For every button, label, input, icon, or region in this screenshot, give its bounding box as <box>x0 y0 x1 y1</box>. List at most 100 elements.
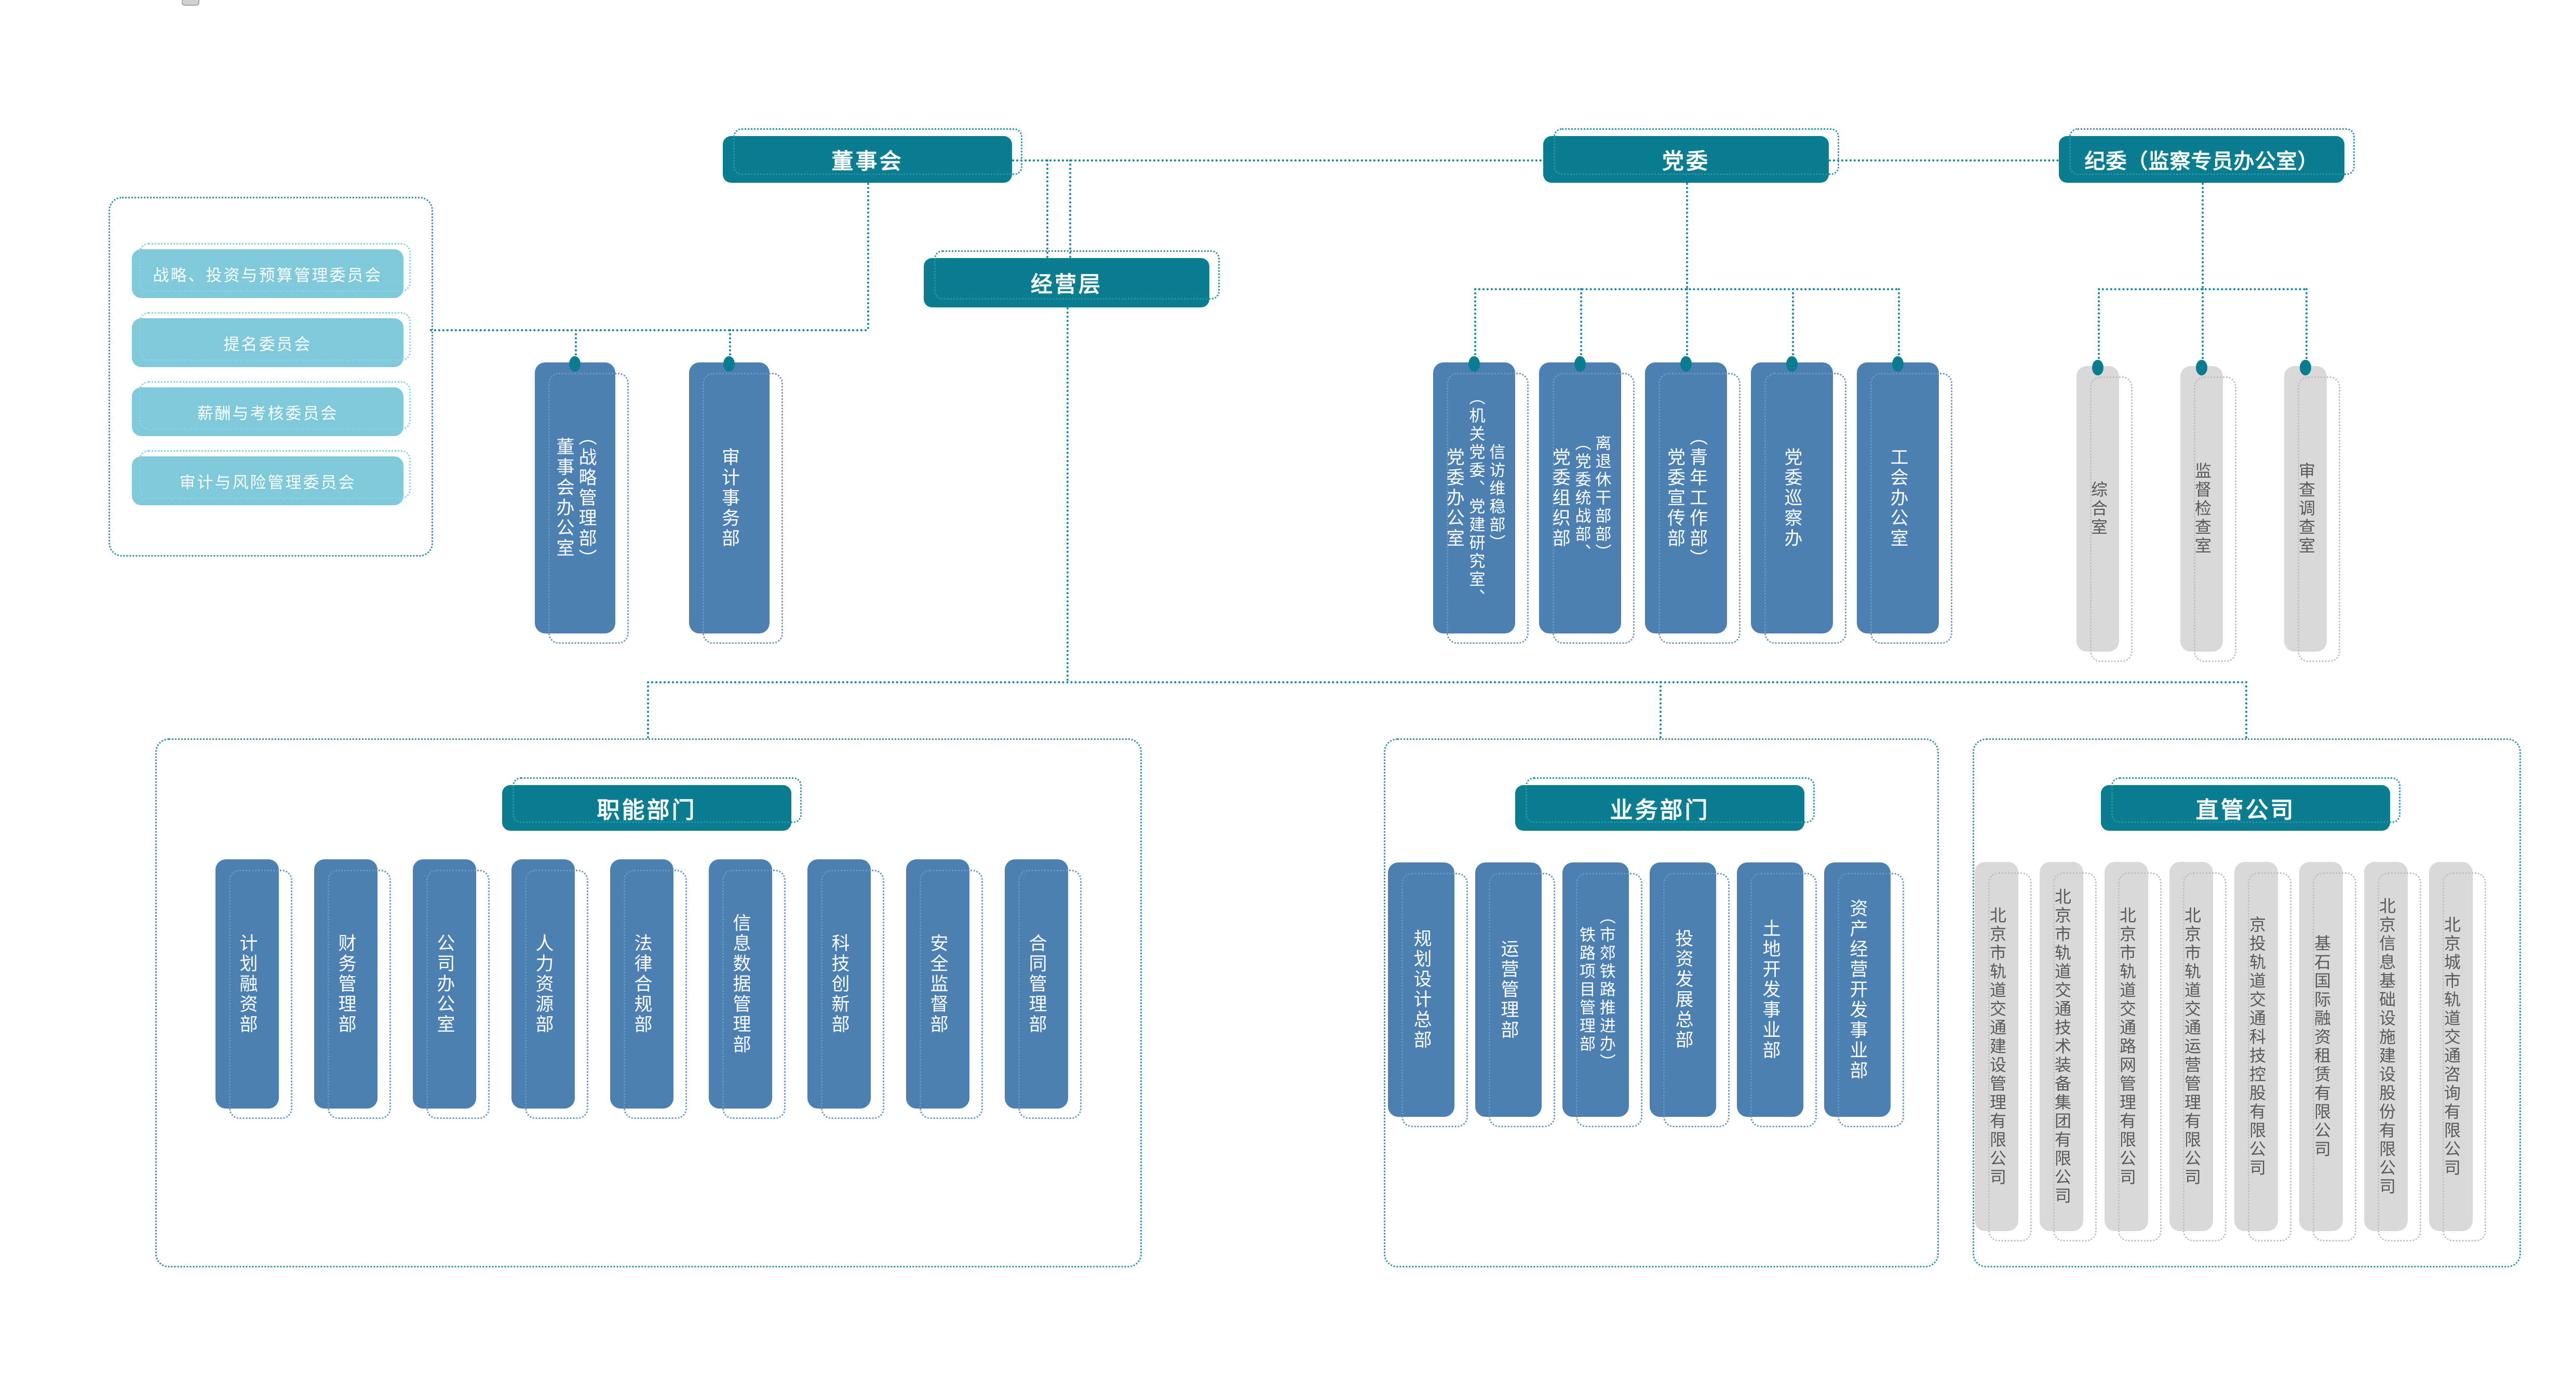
office-label: 综合室 <box>2088 481 2108 537</box>
office-supervision-inspection: 监督检查室 <box>2180 366 2223 652</box>
company-label: 北京市轨道交通运营管理有限公司 <box>2182 906 2201 1187</box>
connector-discipline-office-2 <box>2202 288 2204 367</box>
group-header-label: 直管公司 <box>2195 798 2296 823</box>
dept-investment-development: 投资发展总部 <box>1650 862 1716 1117</box>
committee-audit-risk: 审计与风险管理委员会 <box>132 456 403 505</box>
dept-label: 安全监督部 <box>927 933 948 1035</box>
company-financial-leasing: 基石国际融资租赁有限公司 <box>2299 862 2343 1231</box>
company-info-infrastructure: 北京信息基础设施建设股份有限公司 <box>2364 862 2408 1231</box>
company-transit-consulting: 北京城市轨道交通咨询有限公司 <box>2429 862 2473 1231</box>
group-header-subsidiaries: 直管公司 <box>2101 785 2390 831</box>
dept-label: 公司办公室 <box>434 933 455 1035</box>
connector-dot <box>1680 356 1692 372</box>
dept-label: 财务管理部 <box>335 933 356 1035</box>
node-management: 经营层 <box>924 258 1209 307</box>
connector-party-dept-4 <box>1792 288 1794 363</box>
dept-board-office: 董事会办公室 （战略管理部） <box>535 362 615 633</box>
dept-label: 信访维稳部） <box>1487 443 1505 552</box>
dept-label: 董事会办公室 <box>554 437 574 559</box>
dept-label: （党委统战部、 <box>1572 434 1591 562</box>
dept-party-inspection: 党委巡察办 <box>1751 362 1833 633</box>
connector-business-drop <box>1660 681 1662 738</box>
office-review-investigation: 审查调查室 <box>2284 366 2327 652</box>
dept-planning-design: 规划设计总部 <box>1388 862 1454 1117</box>
connector-discipline-office-3 <box>2305 288 2308 367</box>
dept-tech-innovation: 科技创新部 <box>807 859 871 1109</box>
node-discipline-committee-label: 纪委（监察专员办公室） <box>2084 150 2319 173</box>
dept-label: 合同管理部 <box>1026 933 1047 1035</box>
dept-party-organization: 党委组织部 （党委统战部、 离退休干部部） <box>1539 362 1621 633</box>
dept-audit-affairs: 审计事务部 <box>689 362 770 633</box>
connector-board-sub <box>430 329 867 331</box>
subsidiaries-group-container <box>1973 738 2521 1267</box>
group-header-label: 职能部门 <box>597 798 697 823</box>
committee-nomination: 提名委员会 <box>132 318 403 367</box>
office-label: 监督检查室 <box>2192 462 2211 556</box>
dept-information-data: 信息数据管理部 <box>709 859 772 1109</box>
cropped-window-artifact <box>182 0 199 6</box>
connector-dot <box>1786 356 1798 372</box>
connector-party-dept-3 <box>1686 288 1688 363</box>
dept-label: 党委巡察办 <box>1782 447 1802 549</box>
connector-discipline-drop <box>2202 183 2204 288</box>
company-technology-equipment: 北京市轨道交通技术装备集团有限公司 <box>2040 862 2083 1231</box>
company-label: 京投轨道交通科技控股有限公司 <box>2247 915 2266 1178</box>
connector-dot <box>2196 360 2207 375</box>
dept-label: 运营管理部 <box>1498 939 1519 1041</box>
dept-party-office: 党委办公室 （机关党委、党建研究室、 信访维稳部） <box>1433 362 1515 633</box>
dept-label: 法律合规部 <box>631 933 652 1035</box>
dept-financial-management: 财务管理部 <box>314 859 377 1109</box>
dept-human-resources: 人力资源部 <box>511 859 575 1109</box>
connector-dot <box>723 356 735 372</box>
dept-label: 审计事务部 <box>719 447 740 549</box>
connector-board-drop <box>867 183 869 329</box>
connector-party-dept-1 <box>1474 288 1476 363</box>
group-header-label: 业务部门 <box>1610 798 1710 823</box>
dept-label: 党委办公室 <box>1444 447 1464 549</box>
functional-group-container <box>155 738 1142 1267</box>
dept-label: （市郊铁路推进办） <box>1597 908 1615 1072</box>
node-discipline-committee: 纪委（监察专员办公室） <box>2059 136 2344 183</box>
dept-label: 资产经营开发事业部 <box>1847 898 1868 1081</box>
dept-asset-operation: 资产经营开发事业部 <box>1824 862 1891 1117</box>
node-party-committee: 党委 <box>1543 136 1829 183</box>
connector-dot <box>1892 356 1904 372</box>
dept-label: 土地开发事业部 <box>1760 919 1781 1061</box>
committee-strategy: 战略、投资与预算管理委员会 <box>132 249 403 298</box>
dept-railway-project: 铁路项目管理部 （市郊铁路推进办） <box>1562 862 1629 1117</box>
dept-label: 党委组织部 <box>1549 447 1570 549</box>
business-group-container <box>1384 738 1939 1267</box>
connector-functional-drop <box>647 681 649 738</box>
dept-label: 人力资源部 <box>533 933 554 1035</box>
company-technology-holding: 京投轨道交通科技控股有限公司 <box>2234 862 2278 1231</box>
node-party-committee-label: 党委 <box>1662 148 1710 173</box>
connector-discipline-office-1 <box>2098 288 2100 367</box>
dept-label: 计划融资部 <box>237 933 258 1035</box>
dept-legal-compliance: 法律合规部 <box>610 859 673 1109</box>
company-label: 北京市轨道交通建设管理有限公司 <box>1987 906 2006 1187</box>
dept-contract-management: 合同管理部 <box>1005 859 1068 1109</box>
board-committees-container <box>109 197 433 557</box>
company-operation-management: 北京市轨道交通运营管理有限公司 <box>2169 862 2213 1231</box>
connector-management-riser-2 <box>1069 159 1071 258</box>
dept-label: 投资发展总部 <box>1673 929 1693 1050</box>
company-construction-management: 北京市轨道交通建设管理有限公司 <box>1975 862 2018 1231</box>
dept-label: （青年工作部） <box>1687 427 1708 569</box>
connector-dot <box>2092 360 2103 375</box>
dept-operations-management: 运营管理部 <box>1475 862 1542 1117</box>
dept-label: （机关党委、党建研究室、 <box>1466 389 1485 607</box>
dept-planning-finance: 计划融资部 <box>215 859 279 1109</box>
office-label: 审查调查室 <box>2296 462 2315 556</box>
connector-board-dept-1 <box>575 329 577 363</box>
connector-management-drop <box>1067 307 1069 681</box>
dept-label: 信息数据管理部 <box>730 913 751 1055</box>
connector-dot <box>1468 356 1480 372</box>
dept-label: 规划设计总部 <box>1411 929 1432 1050</box>
dept-company-office: 公司办公室 <box>413 859 476 1109</box>
company-label: 北京市轨道交通技术装备集团有限公司 <box>2052 887 2071 1206</box>
connector-board-party <box>1012 159 1555 161</box>
company-label: 北京市轨道交通路网管理有限公司 <box>2117 906 2136 1187</box>
connector-dot <box>569 356 581 372</box>
dept-label: 离退休干部部） <box>1593 434 1611 562</box>
dept-labor-union-office: 工会办公室 <box>1857 362 1939 633</box>
